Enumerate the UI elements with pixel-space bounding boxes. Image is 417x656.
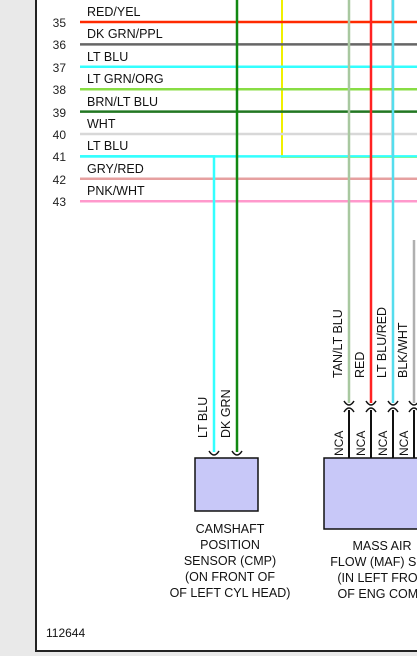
maf-wire-label: BLK/WHT	[396, 322, 410, 378]
cmp-sensor-box	[194, 457, 259, 512]
connector-pin-icon	[343, 400, 355, 406]
wire-color-label: RED/YEL	[87, 5, 141, 19]
maf-line: FLOW (MAF) SEN	[330, 555, 417, 569]
nca-label: NCA	[376, 430, 390, 456]
maf-wire-label: RED	[353, 351, 367, 378]
cmp-line: OF LEFT CYL HEAD)	[169, 586, 291, 600]
wire-color-label: LT GRN/ORG	[87, 72, 164, 87]
maf-line: (IN LEFT FRON	[337, 571, 417, 585]
wire-color-label: PNK/WHT	[87, 184, 145, 199]
cmp-wire-label: DK GRN	[219, 389, 233, 438]
nca-label: NCA	[354, 430, 368, 456]
maf-line: MASS AIR	[352, 539, 412, 553]
wire-color-label: DK GRN/PPL	[87, 27, 163, 42]
connector-pin-icon	[365, 407, 377, 413]
pin-number: 39	[52, 105, 66, 120]
connector-pin-icon	[365, 400, 377, 406]
connector-pin-icon	[387, 407, 399, 413]
pin-number: 35	[52, 16, 66, 30]
cmp-line: (ON FRONT OF	[184, 570, 276, 584]
connector-pin-icon	[208, 450, 220, 456]
cmp-wire-label: LT BLU	[196, 396, 210, 438]
wire-color-label: BRN/LT BLU	[87, 94, 159, 109]
nca-label: NCA	[397, 430, 411, 456]
wire-color-label: GRY/RED	[87, 161, 144, 176]
wire-color-label: LT BLU	[87, 49, 129, 64]
maf-wire-label: LT BLU/RED	[375, 306, 389, 378]
pin-number: 41	[52, 150, 66, 165]
diagram-sheet	[35, 0, 417, 652]
pin-number: 40	[52, 128, 66, 142]
connector-pin-icon	[408, 400, 417, 406]
connector-pin-icon	[343, 407, 355, 413]
pin-number: 38	[52, 83, 66, 98]
pin-number: 37	[52, 60, 66, 75]
cmp-line: SENSOR (CMP)	[183, 554, 277, 568]
figure-number: 112644	[46, 626, 86, 640]
maf-wire-label: TAN/LT BLU	[331, 309, 345, 378]
connector-pin-icon	[231, 450, 243, 456]
cmp-line: CAMSHAFT	[195, 522, 265, 536]
nca-label: NCA	[332, 430, 346, 456]
connector-pin-icon	[387, 400, 399, 406]
connector-pin-icon	[408, 407, 417, 413]
maf-sensor-description: MASS AIR FLOW (MAF) SEN (IN LEFT FRON OF…	[302, 538, 417, 602]
wire-color-label: LT BLU	[87, 139, 129, 154]
pin-number: 43	[52, 195, 66, 210]
cmp-wire-lt-blu	[80, 155, 216, 452]
cmp-sensor-description: CAMSHAFT POSITION SENSOR (CMP) (ON FRONT…	[150, 521, 310, 601]
maf-sensor-box	[323, 457, 417, 530]
pin-number: 42	[52, 172, 66, 187]
cmp-line: POSITION	[200, 538, 260, 552]
maf-line: OF ENG COMP	[337, 587, 417, 601]
pin-number: 36	[52, 38, 66, 53]
wire-color-label: WHT	[87, 117, 116, 131]
